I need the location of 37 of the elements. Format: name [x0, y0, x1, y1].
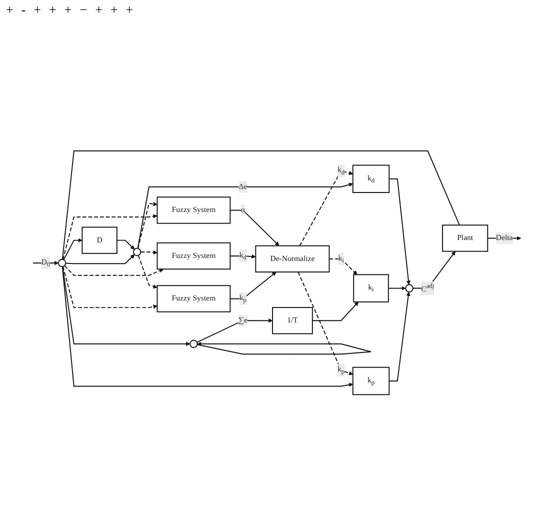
node-circle — [132, 248, 142, 256]
arrow — [299, 170, 354, 246]
sign-label: + — [34, 2, 42, 18]
arrow — [65, 254, 135, 264]
arrow — [138, 255, 158, 289]
arrow — [62, 266, 354, 388]
arrow — [62, 214, 158, 260]
sign-label: + — [49, 2, 56, 18]
arrow — [196, 318, 273, 344]
arrow — [412, 251, 456, 289]
arrow — [63, 238, 82, 261]
arrow — [312, 302, 359, 322]
sign-label: + — [126, 2, 134, 18]
arrow — [230, 272, 276, 300]
sign-label: + — [95, 2, 102, 18]
sign-label: + — [64, 2, 72, 18]
arrow — [388, 286, 406, 291]
node-circle — [58, 259, 66, 268]
arrow — [62, 266, 158, 310]
arrow — [116, 240, 135, 250]
sign-label: - — [21, 2, 26, 18]
arrow — [388, 178, 411, 286]
sign-label: + — [110, 2, 118, 18]
sign-label: + — [6, 2, 14, 18]
sign-label: − — [80, 2, 88, 18]
arrow — [64, 265, 164, 276]
arrow — [388, 292, 410, 382]
arrow — [137, 202, 158, 250]
node-circle — [405, 284, 414, 293]
arrow — [62, 266, 190, 346]
arrow — [140, 250, 158, 255]
node-circle — [190, 340, 198, 348]
arrow — [230, 210, 280, 246]
arrow — [137, 182, 354, 250]
arrow — [328, 258, 358, 276]
arrow — [298, 272, 354, 376]
arrow — [196, 342, 372, 355]
